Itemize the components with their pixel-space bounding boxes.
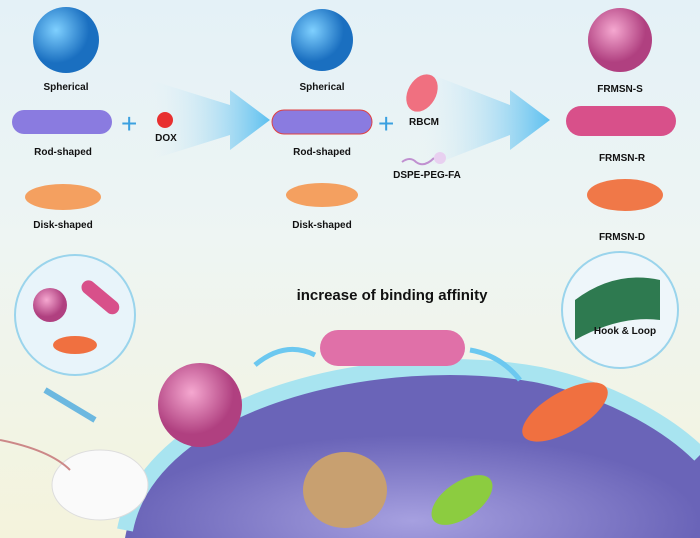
label-spherical-loaded: Spherical <box>299 82 345 93</box>
mouse-tail <box>0 439 71 471</box>
label-frmsn-d: FRMSN-D <box>598 232 646 243</box>
rbc-icon <box>406 74 438 112</box>
curved-arrow <box>253 346 317 367</box>
label-disk-loaded: Disk-shaped <box>292 220 352 231</box>
plus-icon: + <box>378 108 394 139</box>
curved-arrow <box>469 347 522 382</box>
frmsn-d <box>587 179 663 211</box>
spherical-loaded <box>291 9 353 71</box>
rod-msn <box>12 110 112 134</box>
label-rod: Rod-shaped <box>34 147 92 158</box>
label-rod-loaded: Rod-shaped <box>293 147 351 158</box>
spherical-nanoparticle-binding <box>158 363 242 447</box>
mouse <box>51 449 149 521</box>
disk-loaded <box>286 183 358 207</box>
binding-affinity-title: increase of binding affinity <box>296 287 488 304</box>
frmsn-s <box>588 8 652 72</box>
dspe-peg-fa-icon <box>401 157 435 166</box>
label-disk: Disk-shaped <box>33 220 93 231</box>
label-dox: DOX <box>155 133 177 144</box>
label-rbcm: RBCM <box>409 117 439 128</box>
label-frmsn-s: FRMSN-S <box>597 84 643 95</box>
bubble-rod <box>81 280 120 315</box>
frmsn-r <box>566 106 676 136</box>
label-dspe-peg-fa: DSPE-PEG-FA <box>393 170 461 181</box>
dox-icon <box>157 112 173 128</box>
hook-loop-fabric <box>575 277 660 340</box>
rod-loaded <box>271 109 373 135</box>
rod-nanoparticle-binding <box>320 330 465 366</box>
disk-nanoparticle-binding <box>522 382 608 442</box>
bubble-sphere <box>33 288 67 322</box>
nucleus <box>303 452 387 528</box>
spherical-msn <box>33 7 99 73</box>
label-frmsn-r: FRMSN-R <box>598 153 646 164</box>
bubble-disk <box>53 336 97 354</box>
label-hook-loop: Hook & Loop <box>593 326 657 337</box>
injection-bubble <box>14 254 136 376</box>
plus-icon: + <box>121 108 137 139</box>
label-spherical: Spherical <box>43 82 89 93</box>
fa-head-icon <box>434 152 446 164</box>
disk-msn <box>25 184 101 210</box>
mitochondrion <box>431 475 493 525</box>
arrow-2 <box>420 70 550 170</box>
cell-membrane <box>117 359 700 532</box>
arrow-1 <box>150 80 270 160</box>
syringe <box>43 387 97 423</box>
